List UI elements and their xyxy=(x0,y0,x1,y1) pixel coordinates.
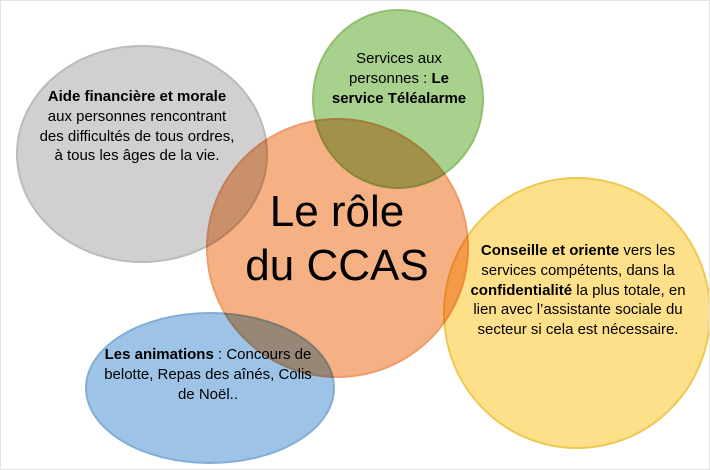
animations-text-bold: Les animations xyxy=(104,346,214,363)
conseille-text-bold1: Conseille et oriente xyxy=(480,242,620,259)
diagram-title-line2: du CCAS xyxy=(245,240,429,290)
animations-text-regular: : Concours de belotte, Repas des aînés, … xyxy=(104,346,312,403)
services-text-regular: Services aux personnes : xyxy=(348,50,442,87)
bubble-services-text: Services aux personnes : Le service Télé… xyxy=(331,49,467,108)
conseille-text-regular2: la plus totale, en lien avec l’assistant… xyxy=(473,281,686,339)
bubble-aide-text: Aide financière et morale aux personnes … xyxy=(34,87,240,166)
aide-text-bold: Aide financière et morale xyxy=(47,88,227,105)
services-text-bold: Le service Téléalarme xyxy=(331,69,467,107)
diagram-title: Le rôle du CCAS xyxy=(213,185,461,292)
diagram-title-line1: Le rôle xyxy=(269,187,405,236)
bubble-animations-shape xyxy=(85,312,335,464)
conseille-text-regular1: vers les services compétents, dans la xyxy=(481,242,676,279)
aide-text-regular: aux personnes rencontrant des difficulté… xyxy=(39,107,235,165)
bubble-animations-text: Les animations : Concours de belotte, Re… xyxy=(104,345,312,404)
bubble-conseille-shape xyxy=(443,177,709,449)
conseille-text-bold2: confidentialité xyxy=(470,281,573,299)
bubble-conseille-text: Conseille et oriente vers les services c… xyxy=(464,241,692,340)
